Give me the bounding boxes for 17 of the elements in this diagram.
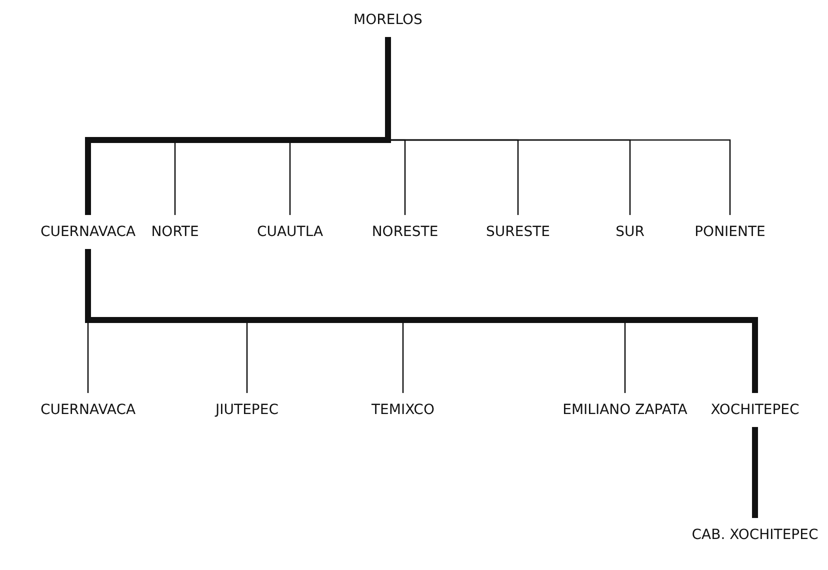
thick-connector [752,427,758,518]
place-label: CUERNAVACA [38,401,138,419]
place-label: EMILIANO ZAPATA [560,401,690,419]
place-label: CAB. XOCHITEPEC [690,526,820,544]
place-label: JIUTEPEC [214,401,280,419]
thick-connector [85,37,391,215]
place-label: SUR [614,223,646,241]
place-label: NORESTE [370,223,440,241]
place-label: MORELOS [352,11,424,29]
place-label: NORTE [149,223,201,241]
place-label: SURESTE [484,223,552,241]
place-label: TEMIXCO [370,401,436,419]
place-label: XOCHITEPEC [708,401,802,419]
place-label: PONIENTE [692,223,768,241]
place-label: CUERNAVACA [38,223,138,241]
place-label: CUAUTLA [254,223,326,241]
thick-connector [85,249,758,393]
